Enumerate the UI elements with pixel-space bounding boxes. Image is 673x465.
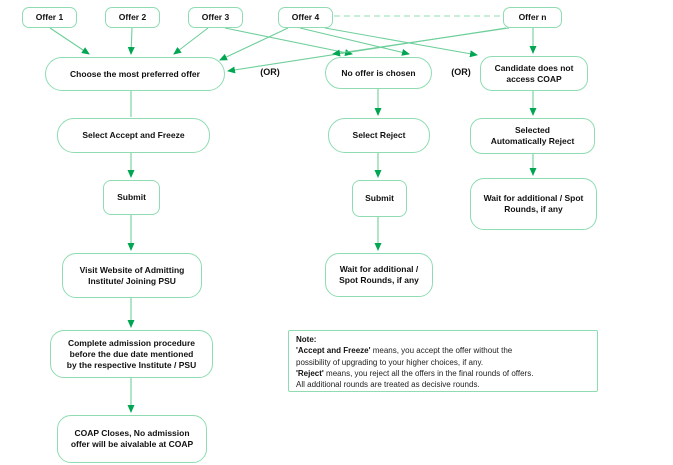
edge-offer3-nooffer <box>224 27 353 57</box>
node-candidate-no-access: Candidate does not access COAP <box>480 56 588 91</box>
node-offer-3-label: Offer 3 <box>201 12 230 22</box>
or-label-2: (OR) <box>451 67 471 77</box>
node-wait-right-label: Wait for additional / Spot Rounds, if an… <box>483 193 584 214</box>
node-offer-1: Offer 1 <box>22 7 77 28</box>
node-submit-middle-label: Submit <box>365 193 394 203</box>
node-offer-1-label: Offer 1 <box>35 12 64 22</box>
note-reject-term: 'Reject' <box>296 368 324 378</box>
node-offer-2: Offer 2 <box>105 7 160 28</box>
node-submit-left-label: Submit <box>117 192 146 202</box>
node-offer-2-label: Offer 2 <box>118 12 147 22</box>
node-wait-rounds-right: Wait for additional / Spot Rounds, if an… <box>470 178 597 230</box>
node-complete-admission-label: Complete admission procedure before the … <box>66 337 197 370</box>
node-no-offer-label: No offer is chosen <box>341 67 416 78</box>
node-offer-4: Offer 4 <box>278 7 333 28</box>
note-line-accept: 'Accept and Freeze' means, you accept th… <box>296 345 590 356</box>
node-submit-middle: Submit <box>352 180 407 217</box>
note-reject-rest: means, you reject all the offers in the … <box>323 368 534 378</box>
edge-offer1-choose <box>49 27 90 55</box>
edge-offer3-choose <box>173 27 209 55</box>
note-title-text: Note: <box>296 335 317 344</box>
note-line-possibility: possibility of upgrading to your higher … <box>296 357 484 367</box>
edge-offern-nooffer <box>332 27 510 57</box>
node-selected-auto-reject: Selected Automatically Reject <box>470 118 595 154</box>
edge-offer4-candidate <box>324 27 478 58</box>
or-label-1: (OR) <box>260 67 280 77</box>
note-line-decisive: All additional rounds are treated as dec… <box>296 380 480 390</box>
node-coap-closes-label: COAP Closes, No admission offer will be … <box>70 428 194 449</box>
edge-offer4-nooffer <box>299 27 410 56</box>
node-no-offer-chosen: No offer is chosen <box>325 57 432 89</box>
note-accept-freeze-rest: means, you accept the offer without the <box>370 346 513 356</box>
node-offer-3: Offer 3 <box>188 7 243 28</box>
edge-offer2-choose <box>127 27 135 55</box>
node-wait-rounds-middle: Wait for additional / Spot Rounds, if an… <box>325 253 433 297</box>
node-coap-closes: COAP Closes, No admission offer will be … <box>57 415 207 463</box>
node-select-reject-label: Select Reject <box>352 130 406 140</box>
node-wait-middle-label: Wait for additional / Spot Rounds, if an… <box>339 264 419 285</box>
note-box: Note: 'Accept and Freeze' means, you acc… <box>288 330 598 392</box>
node-choose-label: Choose the most preferred offer <box>70 68 200 79</box>
node-select-accept-freeze: Select Accept and Freeze <box>57 118 210 153</box>
node-offer-n: Offer n <box>503 7 562 28</box>
node-offer-n-label: Offer n <box>518 12 547 22</box>
node-candidate-label: Candidate does not access COAP <box>494 62 574 84</box>
node-visit-website-label: Visit Website of Admitting Institute/ Jo… <box>79 264 185 286</box>
node-accept-freeze-label: Select Accept and Freeze <box>82 130 185 140</box>
node-auto-reject-label: Selected Automatically Reject <box>490 125 575 146</box>
node-complete-admission: Complete admission procedure before the … <box>50 330 213 378</box>
node-choose-preferred-offer: Choose the most preferred offer <box>45 57 225 91</box>
note-line-reject: 'Reject' means, you reject all the offer… <box>296 368 590 379</box>
node-offer-4-label: Offer 4 <box>291 12 320 22</box>
note-accept-freeze-term: 'Accept and Freeze' <box>296 346 371 356</box>
node-submit-left: Submit <box>103 180 160 215</box>
note-title: Note: <box>296 334 590 345</box>
node-select-reject: Select Reject <box>328 118 430 153</box>
node-visit-website: Visit Website of Admitting Institute/ Jo… <box>62 253 202 298</box>
edge-offer4-choose <box>219 27 289 61</box>
